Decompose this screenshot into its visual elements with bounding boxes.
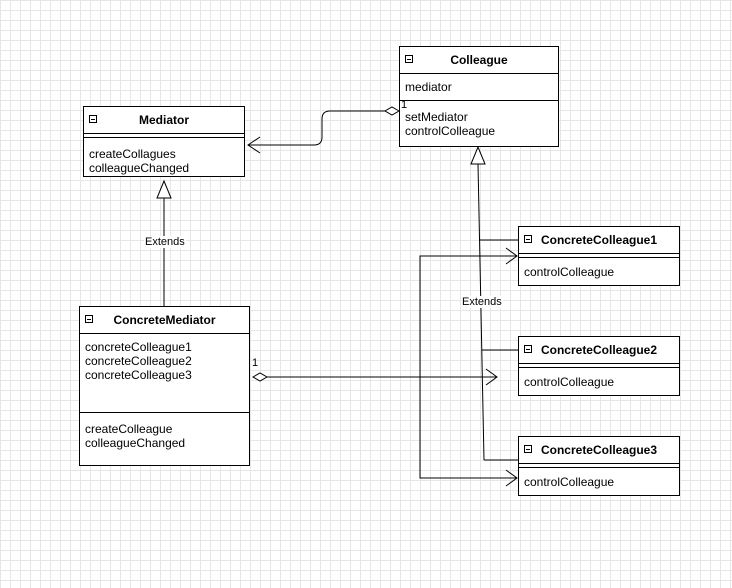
class-name: Colleague bbox=[450, 53, 508, 67]
aggregation-diamond-concretemediator bbox=[251, 372, 269, 382]
operation: createCollagues bbox=[89, 147, 176, 161]
attribute: concreteColleague2 bbox=[85, 354, 192, 368]
operation: controlColleague bbox=[524, 375, 615, 389]
class-colleague[interactable]: Colleague mediator setMediator controlCo… bbox=[399, 46, 559, 147]
class-concrete-mediator[interactable]: ConcreteMediator concreteColleague1 conc… bbox=[79, 306, 250, 466]
open-arrow-cc3 bbox=[505, 469, 518, 487]
class-name: ConcreteColleague3 bbox=[540, 443, 658, 457]
open-arrow-cc2 bbox=[485, 368, 498, 386]
class-concrete-colleague2[interactable]: ConcreteColleague2 controlColleague bbox=[518, 336, 680, 396]
class-name: ConcreteMediator bbox=[113, 313, 216, 327]
multiplicity-label-concretemediator: 1 bbox=[252, 357, 259, 369]
collapse-icon[interactable] bbox=[85, 315, 93, 323]
multiplicity-label-colleague: 1 bbox=[401, 99, 408, 111]
operation: controlColleague bbox=[405, 124, 496, 138]
generalization-arrow-mediator bbox=[156, 179, 172, 199]
collapse-icon[interactable] bbox=[524, 345, 532, 353]
operation: colleagueChanged bbox=[85, 436, 186, 450]
operation: controlColleague bbox=[524, 265, 615, 279]
attribute: concreteColleague3 bbox=[85, 368, 192, 382]
operation: createColleague bbox=[85, 422, 173, 436]
open-arrow-cc1 bbox=[505, 247, 518, 265]
generalization-trunk bbox=[477, 163, 485, 461]
class-name: ConcreteColleague2 bbox=[540, 343, 658, 357]
class-name: ConcreteColleague1 bbox=[540, 233, 658, 247]
collapse-icon[interactable] bbox=[405, 55, 413, 63]
operation: controlColleague bbox=[524, 475, 615, 489]
generalization-arrow-colleague bbox=[470, 145, 486, 165]
open-arrow-mediator bbox=[247, 136, 261, 154]
class-name: Mediator bbox=[138, 113, 189, 127]
class-concrete-colleague1[interactable]: ConcreteColleague1 controlColleague bbox=[518, 226, 680, 286]
association-colleague-mediator bbox=[248, 110, 386, 146]
attribute: mediator bbox=[405, 80, 452, 94]
operation: colleagueChanged bbox=[89, 161, 190, 175]
collapse-icon[interactable] bbox=[524, 235, 532, 243]
class-mediator[interactable]: Mediator createCollagues colleagueChange… bbox=[83, 106, 245, 177]
class-concrete-colleague3[interactable]: ConcreteColleague3 controlColleague bbox=[518, 436, 680, 496]
attribute: concreteColleague1 bbox=[85, 340, 192, 354]
extends-label-mediator: Extends bbox=[144, 236, 186, 248]
collapse-icon[interactable] bbox=[89, 115, 97, 123]
collapse-icon[interactable] bbox=[524, 445, 532, 453]
extends-label-colleague: Extends bbox=[461, 296, 503, 308]
operation: setMediator bbox=[405, 110, 468, 124]
association-cc1-cc3 bbox=[419, 255, 517, 479]
aggregation-diamond-colleague bbox=[383, 106, 401, 116]
